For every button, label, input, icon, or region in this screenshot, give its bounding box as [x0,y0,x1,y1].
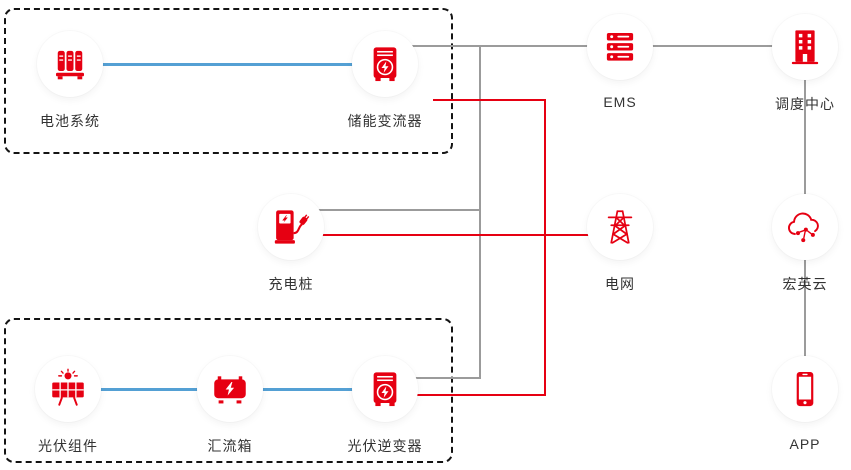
node-pv-module: 光伏组件 [35,356,101,454]
smartphone-icon [796,371,814,407]
dispatch-center-label: 调度中心 [775,96,835,112]
cloud-network-icon [788,212,819,243]
line-battery-to-converter [70,63,385,66]
line-inverter-to-bus [385,377,481,379]
pv-inverter-circle [352,356,418,422]
node-cloud: 宏英云 [772,194,838,292]
line-ems-to-dispatch [620,45,805,47]
line-chargingpile-to-bus [291,209,481,211]
app-circle [772,356,838,422]
node-battery-system: 电池系统 [37,31,103,129]
cloud-circle [772,194,838,260]
cloud-label: 宏英云 [782,276,828,292]
charging-pile-label: 充电桩 [268,276,314,292]
pv-inverter-label: 光伏逆变器 [347,438,423,454]
pv-inverter-icon [373,372,397,407]
node-storage-converter: 储能变流器 [348,31,422,129]
line-red-bus [544,99,546,396]
ems-circle [587,14,653,80]
line-cloud-to-app [804,227,806,389]
pv-module-label: 光伏组件 [38,438,98,454]
server-stack-icon [606,33,634,61]
line-combiner-to-inverter [230,388,385,391]
solar-panel-icon [52,368,84,406]
node-dispatch-center: 调度中心 [772,14,838,112]
pv-system-group-box [4,318,453,463]
storage-converter-icon [373,47,397,82]
pv-module-circle [35,356,101,422]
line-chargingpile-to-grid [291,234,620,236]
building-icon [791,30,819,65]
combiner-box-icon [214,376,246,404]
line-dispatch-to-cloud [804,47,806,227]
node-app: APP [772,356,838,452]
line-converter-to-redbus [433,99,546,101]
line-inverter-to-redbus [385,394,546,396]
node-grid: 电网 [587,194,653,292]
ems-label: EMS [603,94,637,110]
battery-system-label: 电池系统 [40,113,100,129]
line-converter-to-ems [385,45,620,47]
battery-cabinet-icon [56,50,84,80]
node-pv-inverter: 光伏逆变器 [348,356,422,454]
grid-label: 电网 [605,276,635,292]
node-ems: EMS [587,14,653,110]
app-label: APP [789,436,821,452]
node-charging-pile: 充电桩 [258,194,324,292]
storage-converter-label: 储能变流器 [347,113,423,129]
node-combiner-box: 汇流箱 [197,356,263,454]
charging-pile-circle [258,194,324,260]
storage-system-group-box [4,8,453,154]
transmission-tower-icon [607,210,633,244]
line-pv-to-combiner [68,388,230,391]
line-gray-bus [479,45,481,379]
charging-pile-icon [274,210,310,244]
storage-converter-circle [352,31,418,97]
combiner-box-circle [197,356,263,422]
grid-circle [587,194,653,260]
dispatch-center-circle [772,14,838,80]
battery-system-circle [37,31,103,97]
combiner-box-label: 汇流箱 [207,438,253,454]
